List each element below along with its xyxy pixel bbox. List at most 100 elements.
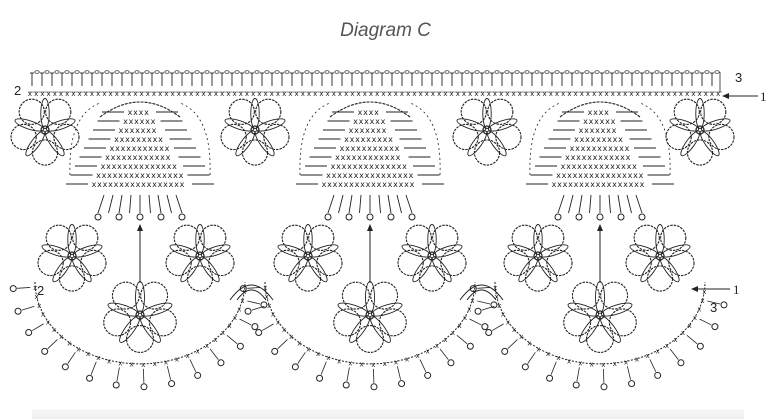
svg-text:x: x	[606, 126, 611, 135]
svg-text:x: x	[383, 360, 387, 368]
svg-text:x: x	[233, 90, 237, 98]
svg-text:x: x	[128, 162, 133, 171]
svg-text:x: x	[144, 108, 149, 117]
svg-text:x: x	[359, 171, 364, 180]
svg-text:x: x	[681, 329, 685, 337]
svg-text:x: x	[122, 153, 127, 162]
svg-text:x: x	[360, 180, 365, 189]
svg-text:x: x	[126, 144, 131, 153]
svg-text:x: x	[41, 310, 45, 318]
svg-text:x: x	[505, 90, 509, 98]
svg-text:x: x	[129, 171, 134, 180]
svg-text:x: x	[700, 297, 704, 305]
svg-text:x: x	[679, 90, 683, 98]
svg-text:x: x	[583, 117, 588, 126]
bottom-flower-motif	[564, 281, 637, 352]
svg-text:x: x	[665, 342, 669, 350]
svg-text:x: x	[697, 306, 701, 314]
svg-text:x: x	[437, 90, 441, 98]
svg-text:x: x	[648, 90, 652, 98]
svg-text:x: x	[392, 171, 397, 180]
svg-text:x: x	[344, 90, 348, 98]
svg-text:x: x	[113, 171, 118, 180]
top-flower-motif	[453, 99, 521, 166]
svg-text:x: x	[151, 171, 156, 180]
svg-text:x: x	[174, 180, 179, 189]
svg-text:x: x	[384, 144, 389, 153]
svg-text:x: x	[371, 180, 376, 189]
svg-text:x: x	[183, 90, 187, 98]
svg-text:x: x	[586, 90, 590, 98]
svg-text:x: x	[359, 117, 364, 126]
svg-text:x: x	[144, 153, 149, 162]
row-label-top-right: 3	[735, 70, 742, 85]
svg-text:x: x	[555, 90, 559, 98]
svg-text:x: x	[633, 171, 638, 180]
svg-text:x: x	[141, 361, 145, 369]
svg-text:x: x	[172, 162, 177, 171]
svg-text:x: x	[162, 171, 167, 180]
svg-text:x: x	[481, 90, 485, 98]
svg-text:x: x	[365, 126, 370, 135]
svg-text:x: x	[152, 90, 156, 98]
svg-text:x: x	[168, 171, 173, 180]
svg-text:x: x	[103, 180, 108, 189]
svg-text:x: x	[111, 153, 116, 162]
svg-text:x: x	[710, 90, 714, 98]
svg-text:x: x	[368, 153, 373, 162]
svg-text:x: x	[365, 171, 370, 180]
svg-text:x: x	[615, 153, 620, 162]
svg-text:x: x	[585, 135, 590, 144]
svg-text:x: x	[639, 171, 644, 180]
svg-text:x: x	[370, 171, 375, 180]
svg-text:x: x	[419, 90, 423, 98]
svg-text:x: x	[557, 180, 562, 189]
middle-flower-motif	[166, 225, 234, 292]
bottom-flower-motif	[334, 281, 407, 352]
svg-text:x: x	[158, 180, 163, 189]
svg-text:x: x	[251, 90, 255, 98]
svg-text:x: x	[376, 126, 381, 135]
svg-text:x: x	[342, 162, 347, 171]
svg-text:x: x	[612, 180, 617, 189]
svg-text:x: x	[660, 90, 664, 98]
svg-text:x: x	[383, 135, 388, 144]
svg-text:x: x	[347, 162, 352, 171]
svg-text:x: x	[338, 180, 343, 189]
svg-text:x: x	[634, 180, 639, 189]
svg-text:x: x	[276, 90, 280, 98]
svg-text:x: x	[406, 90, 410, 98]
svg-text:x: x	[155, 153, 160, 162]
svg-text:x: x	[463, 314, 467, 322]
svg-text:x: x	[158, 90, 162, 98]
svg-text:x: x	[704, 90, 708, 98]
svg-text:x: x	[596, 135, 601, 144]
svg-text:x: x	[164, 358, 168, 366]
svg-text:x: x	[129, 117, 134, 126]
svg-text:x: x	[120, 135, 125, 144]
svg-text:x: x	[374, 153, 379, 162]
svg-text:x: x	[599, 108, 604, 117]
svg-text:x: x	[412, 90, 416, 98]
svg-text:x: x	[353, 117, 358, 126]
svg-text:x: x	[153, 360, 157, 368]
svg-text:x: x	[76, 345, 80, 353]
svg-text:x: x	[361, 135, 366, 144]
svg-text:x: x	[307, 90, 311, 98]
svg-text:x: x	[112, 162, 117, 171]
svg-text:x: x	[167, 162, 172, 171]
svg-text:x: x	[131, 135, 136, 144]
svg-text:x: x	[78, 90, 82, 98]
svg-text:x: x	[456, 90, 460, 98]
svg-text:x: x	[375, 90, 379, 98]
svg-text:x: x	[379, 153, 384, 162]
svg-text:x: x	[214, 90, 218, 98]
svg-text:x: x	[97, 180, 102, 189]
svg-text:x: x	[177, 90, 181, 98]
svg-text:x: x	[360, 126, 365, 135]
svg-text:x: x	[628, 171, 633, 180]
svg-text:x: x	[617, 90, 621, 98]
row-label-bottom-right: 3	[710, 300, 717, 315]
svg-text:x: x	[598, 90, 602, 98]
